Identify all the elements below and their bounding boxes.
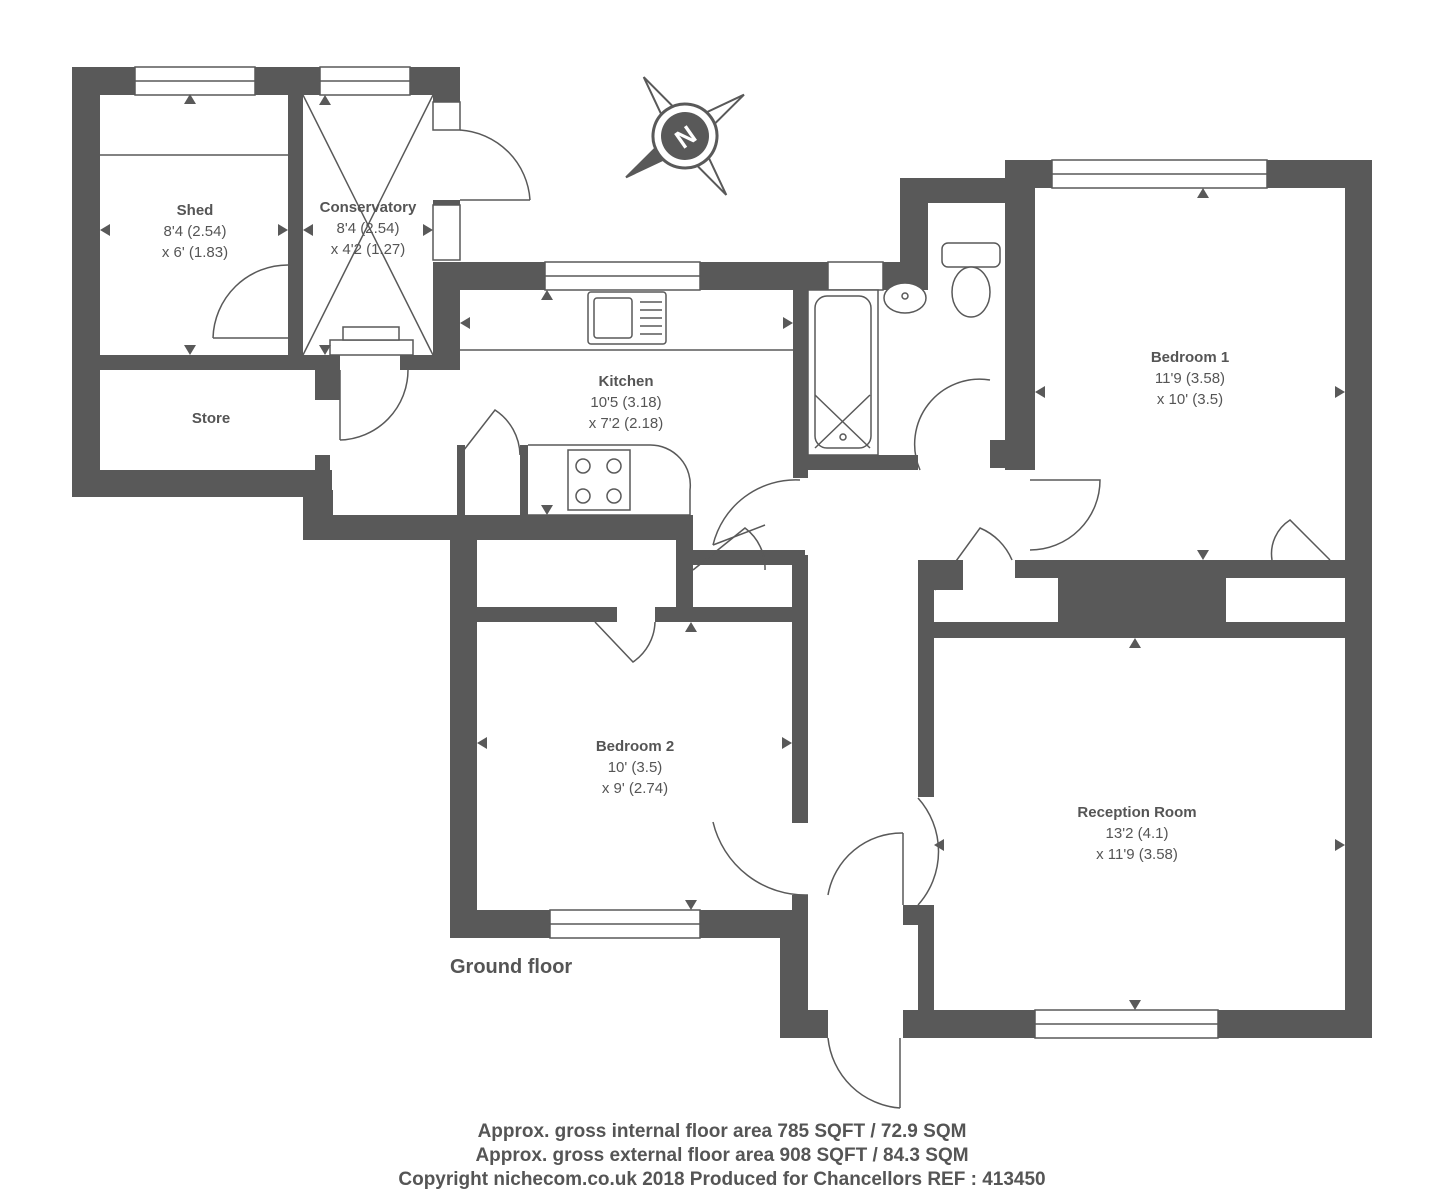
room-name: Reception Room (1077, 804, 1196, 821)
area-footer: Approx. gross internal floor area 785 SQ… (0, 1120, 1444, 1192)
room-dimension: 13'2 (4.1) (1106, 825, 1169, 842)
hob-icon (528, 444, 692, 516)
washbasin-icon (883, 282, 927, 314)
room-dimension: 10'5 (3.18) (590, 394, 661, 411)
room-dimension: x 6' (1.83) (162, 244, 228, 261)
room-dimension: 8'4 (2.54) (337, 220, 400, 237)
room-labels: Shed 8'4 (2.54) x 6' (1.83) Conservatory… (162, 199, 1229, 863)
sink-icon (587, 291, 667, 345)
room-dimension: 10' (3.5) (608, 759, 663, 776)
walls (72, 67, 1372, 1038)
toilet-icon (941, 242, 1001, 318)
room-dimension: 8'4 (2.54) (164, 223, 227, 240)
bath-icon (807, 289, 879, 456)
room-dimension: 11'9 (3.58) (1155, 370, 1225, 387)
floor-label: Ground floor (450, 956, 572, 978)
internal-area-text: Approx. gross internal floor area 785 SQ… (477, 1121, 967, 1142)
room-dimension: x 9' (2.74) (602, 780, 668, 797)
room-name: Shed (177, 202, 214, 219)
doors (212, 129, 1331, 1109)
room-name: Conservatory (320, 199, 417, 216)
room-name: Bedroom 1 (1151, 349, 1229, 366)
room-dimension: x 10' (3.5) (1157, 391, 1223, 408)
room-dimension: x 4'2 (1.27) (331, 241, 406, 258)
external-area-text: Approx. gross external floor area 908 SQ… (475, 1145, 969, 1166)
compass-icon (625, 76, 745, 196)
windows (134, 66, 1268, 1039)
room-dimension: x 7'2 (2.18) (589, 415, 664, 432)
room-name: Bedroom 2 (596, 738, 674, 755)
dimension-arrows (100, 94, 1345, 1010)
fixtures (100, 94, 1001, 516)
room-dimension: x 11'9 (3.58) (1096, 846, 1178, 863)
room-name: Kitchen (598, 373, 653, 390)
copyright-text: Copyright nichecom.co.uk 2018 Produced f… (398, 1169, 1046, 1190)
room-name: Store (192, 410, 230, 427)
